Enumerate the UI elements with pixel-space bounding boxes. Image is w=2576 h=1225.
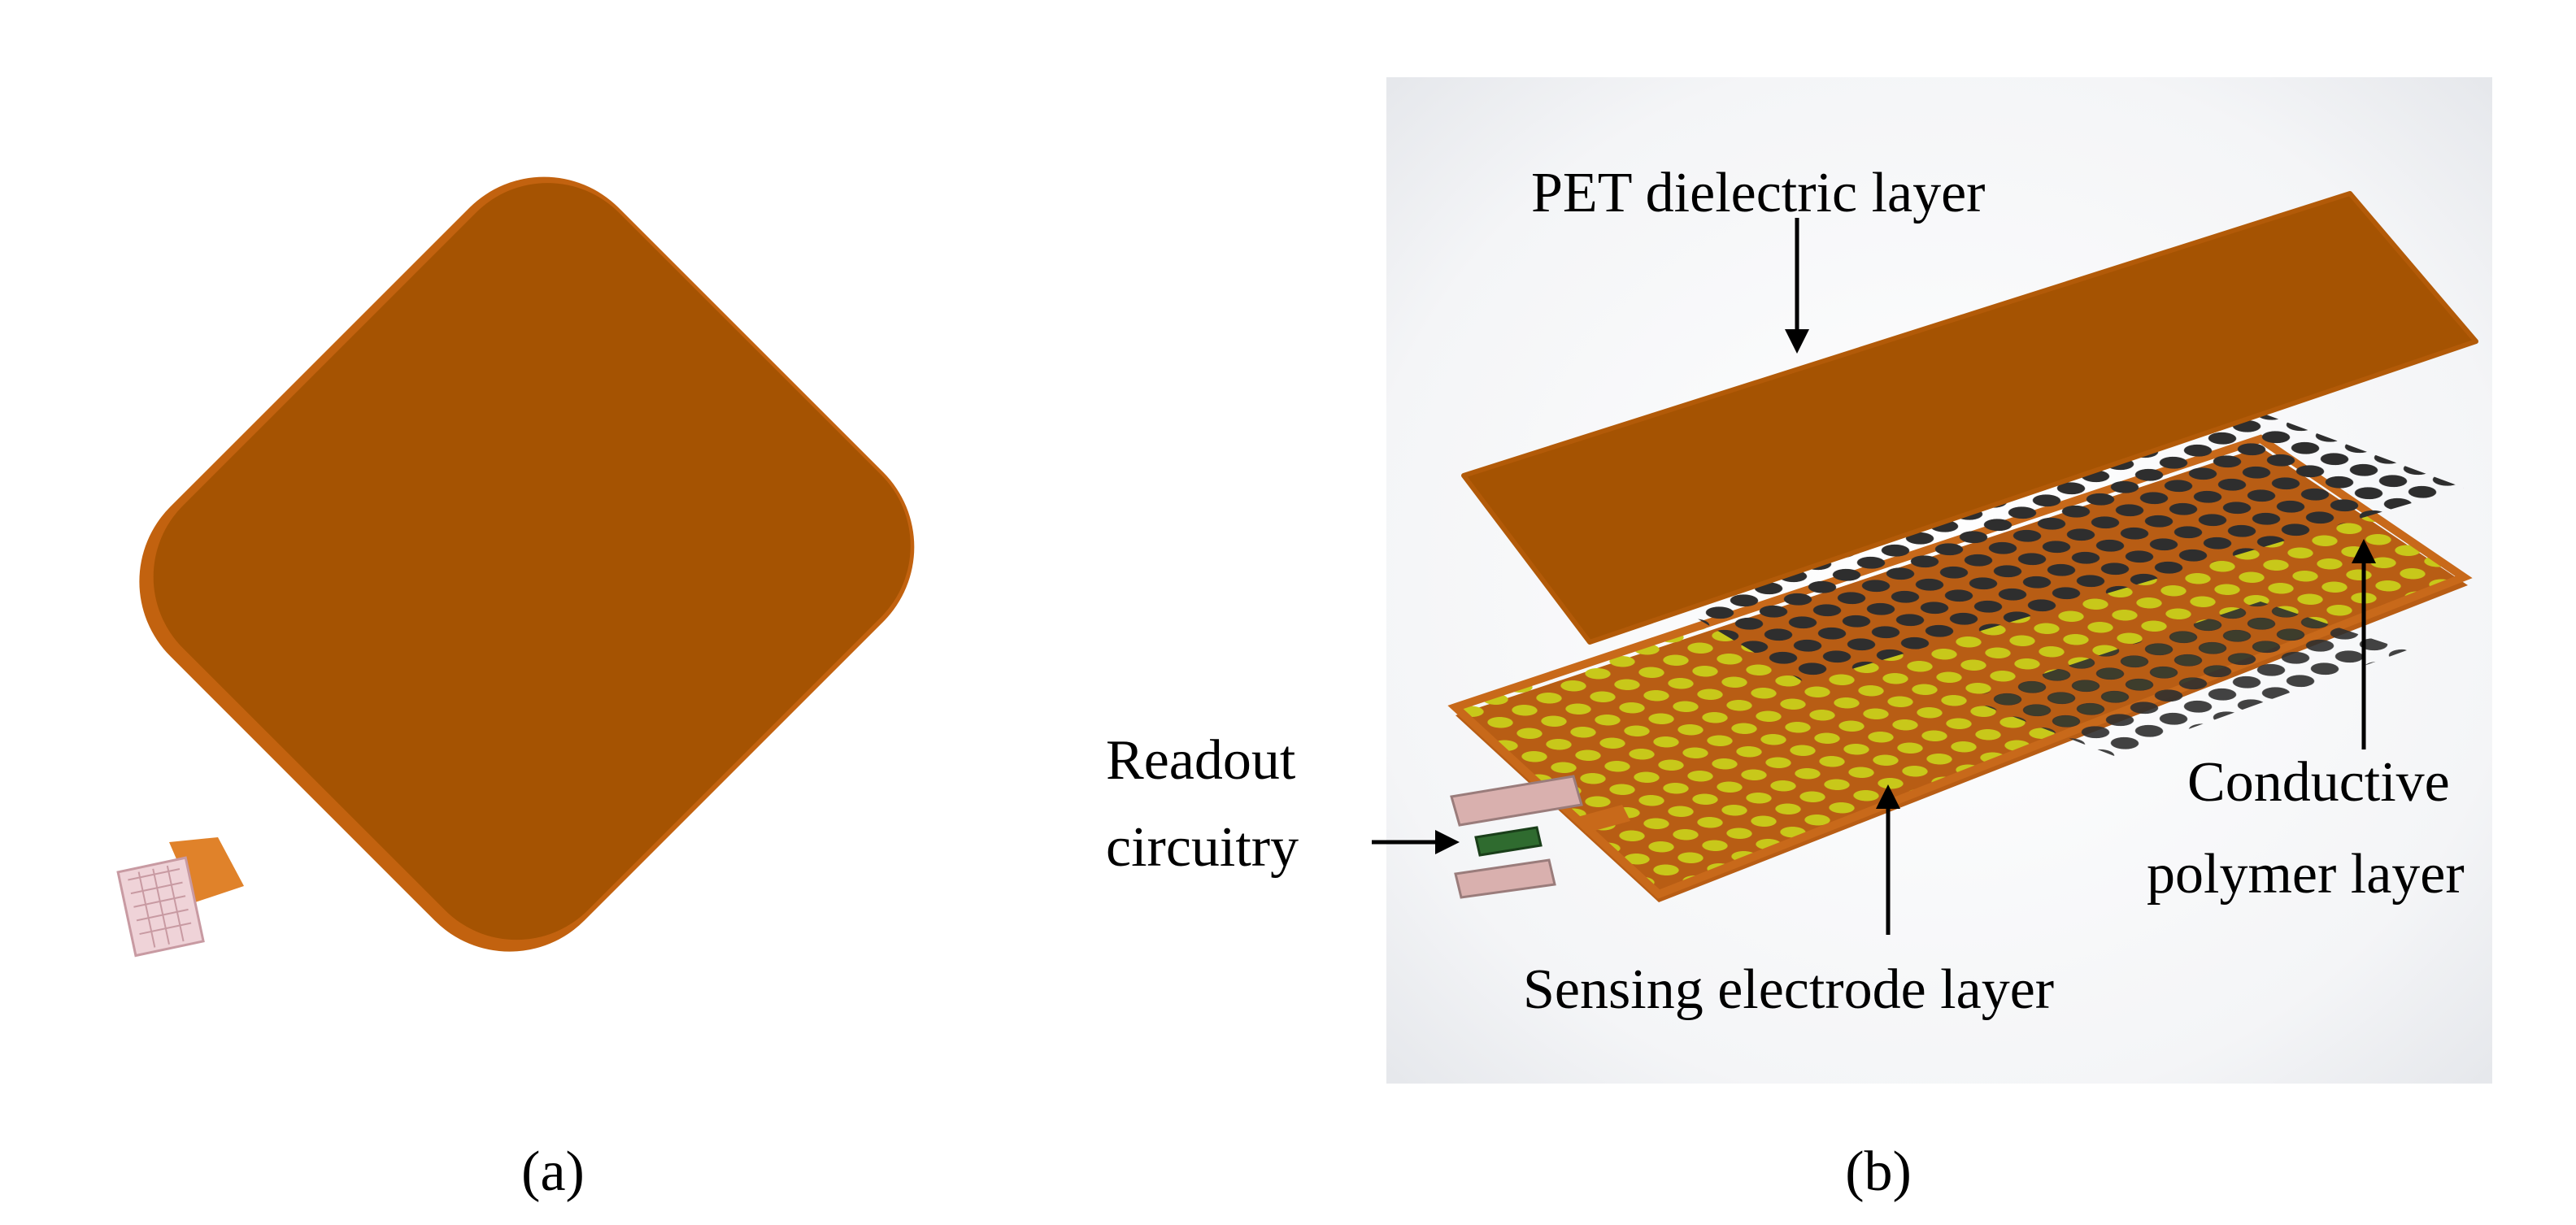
connector-pads [116,856,205,958]
label-conductive-line1: Conductive [2187,751,2450,814]
label-readout-line1: Readout [1106,729,1296,792]
panel-a: (a) [116,176,915,1203]
label-readout-line2: circuitry [1106,816,1299,879]
label-pet-dielectric: PET dielectric layer [1531,162,1985,224]
sensor-pad-assembled [139,176,915,952]
annotation-arrows [1372,218,2376,935]
label-sensing-electrode: Sensing electrode layer [1523,958,2054,1021]
pet-dielectric-layer [1461,191,2478,645]
label-conductive-line2: polymer layer [2147,843,2465,906]
caption-b: (b) [1845,1140,1912,1203]
panel-b: PET dielectric layer Readout circuitry C… [1106,77,2492,1203]
conductive-polymer-layer [1614,406,2464,756]
caption-a: (a) [521,1140,585,1203]
flex-connector-tail [116,837,244,958]
readout-circuitry [1450,775,1583,899]
